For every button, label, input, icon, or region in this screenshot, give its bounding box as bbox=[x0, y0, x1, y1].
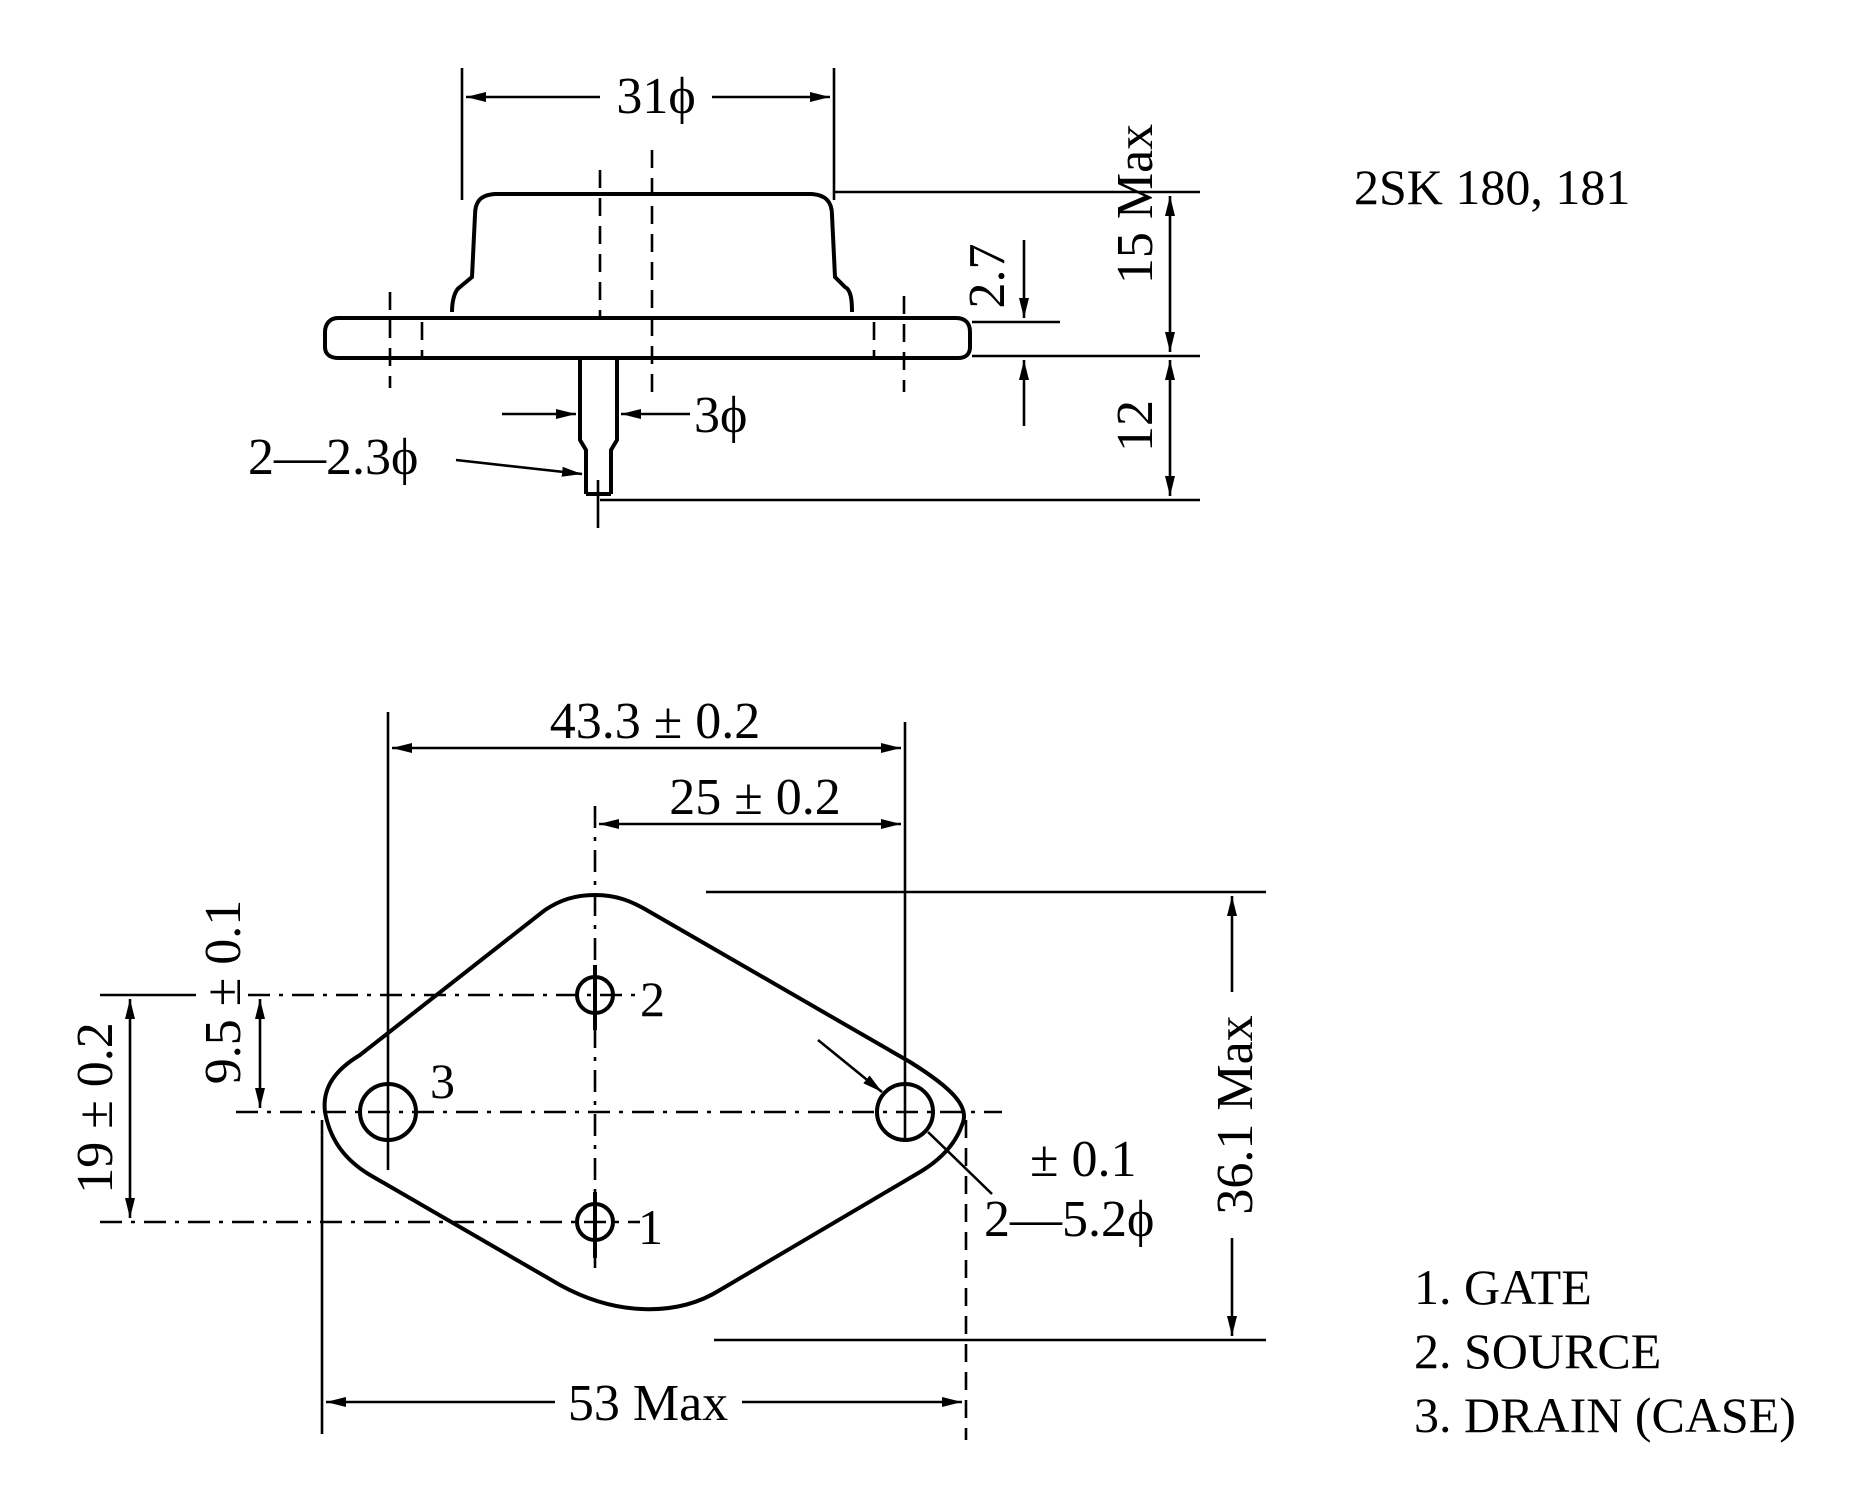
can-body bbox=[450, 192, 854, 313]
dim-label: 3ϕ bbox=[694, 387, 747, 444]
part-numbers: 2SK 180, 181 bbox=[1354, 159, 1630, 215]
dim-label: ± 0.1 bbox=[1030, 1131, 1137, 1188]
pin-number-3: 3 bbox=[430, 1053, 455, 1109]
leader-line bbox=[455, 458, 583, 477]
dim-label: 31ϕ bbox=[616, 68, 695, 125]
legend-item-source: 2. SOURCE bbox=[1414, 1323, 1661, 1379]
side-view: 31ϕ 2.7 15 Max 12 3ϕ 2—2.3ϕ bbox=[248, 68, 1200, 528]
pin-legend: 1. GATE 2. SOURCE 3. DRAIN (CASE) bbox=[1414, 1259, 1796, 1443]
leader-line bbox=[927, 1131, 993, 1195]
legend-item-drain: 3. DRAIN (CASE) bbox=[1414, 1387, 1796, 1443]
leader-line bbox=[817, 1038, 883, 1094]
dim-label: 53 Max bbox=[568, 1375, 728, 1432]
pin-number-1: 1 bbox=[638, 1199, 663, 1255]
flange bbox=[323, 316, 972, 360]
dim-label: 9.5 ± 0.1 bbox=[195, 900, 252, 1085]
pin bbox=[578, 358, 619, 496]
dim-label: 12 bbox=[1107, 400, 1164, 452]
dim-label: 2—2.3ϕ bbox=[248, 429, 418, 486]
pin-number-2: 2 bbox=[640, 971, 665, 1027]
dim-label: 2.7 bbox=[959, 244, 1016, 309]
dim-label: 36.1 Max bbox=[1207, 1015, 1264, 1214]
top-view: 2 1 3 43.3 ± 0.2 25 ± 0.2 36.1 Max 53 Ma… bbox=[67, 693, 1266, 1440]
package-outline bbox=[322, 892, 966, 1312]
dim-label: 25 ± 0.2 bbox=[669, 769, 841, 826]
dim-label: 19 ± 0.2 bbox=[67, 1022, 124, 1194]
dim-label: 2—5.2ϕ bbox=[984, 1191, 1154, 1248]
dim-label: 15 Max bbox=[1107, 124, 1164, 284]
dim-label: 43.3 ± 0.2 bbox=[550, 693, 761, 750]
legend-item-gate: 1. GATE bbox=[1414, 1259, 1592, 1315]
